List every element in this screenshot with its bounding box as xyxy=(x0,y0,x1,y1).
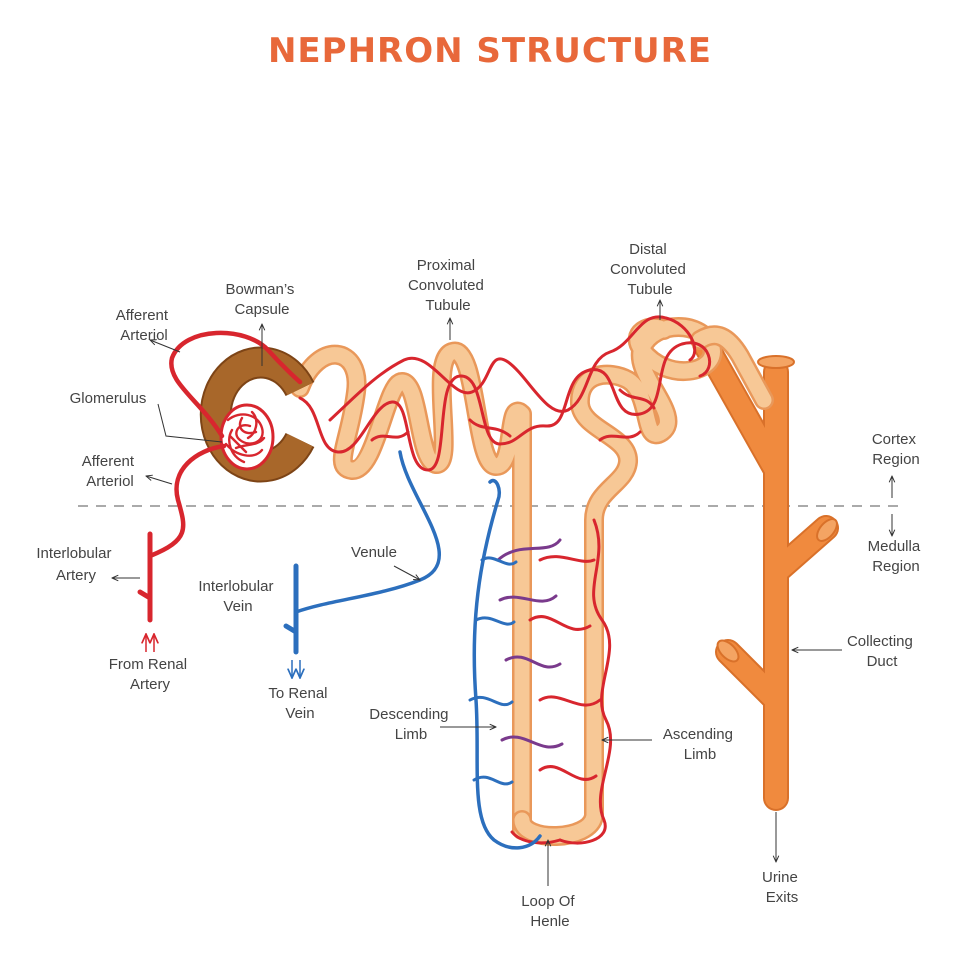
label-cortex-region: Cortex Region xyxy=(872,431,920,468)
label-distal-tubule: Distal Convoluted Tubule xyxy=(610,241,690,298)
collecting-duct xyxy=(692,331,839,811)
label-bowmans-capsule: Bowman’s Capsule xyxy=(225,281,298,318)
leader-lines xyxy=(112,300,892,886)
label-proximal-tubule: Proximal Convoluted Tubule xyxy=(408,257,488,314)
label-afferent-arteriol-top: Afferent Arteriol xyxy=(116,307,172,344)
page-title: NEPHRON STRUCTURE xyxy=(268,31,712,71)
connecting-tubule xyxy=(690,325,774,410)
mixed-capillaries xyxy=(496,538,564,749)
label-glomerulus: Glomerulus xyxy=(70,390,147,407)
venous-vessels xyxy=(283,450,542,850)
label-to-renal-vein: To Renal Vein xyxy=(268,685,331,722)
label-from-renal-artery: From Renal Artery xyxy=(109,656,192,693)
label-afferent-arteriol-bottom: Afferent Arteriol xyxy=(82,453,138,490)
label-loop-of-henle: Loop Of Henle xyxy=(521,893,579,930)
glomerulus-capillaries xyxy=(224,410,266,464)
label-descending-limb: Descending Limb xyxy=(369,706,452,743)
flow-arrows xyxy=(146,634,300,678)
label-collecting-duct: Collecting Duct xyxy=(847,633,917,670)
label-interlobular-vein: Interlobular Vein xyxy=(198,578,277,615)
label-urine-exits: Urine Exits xyxy=(762,869,802,906)
arterial-vessels xyxy=(137,315,712,845)
label-ascending-limb: Ascending Limb xyxy=(663,726,737,763)
label-interlobular-artery: Interlobular Artery xyxy=(36,545,115,584)
label-medulla-region: Medulla Region xyxy=(868,538,925,575)
label-venule: Venule xyxy=(351,544,397,561)
proximal-tubule-and-descending-limb xyxy=(290,341,532,840)
